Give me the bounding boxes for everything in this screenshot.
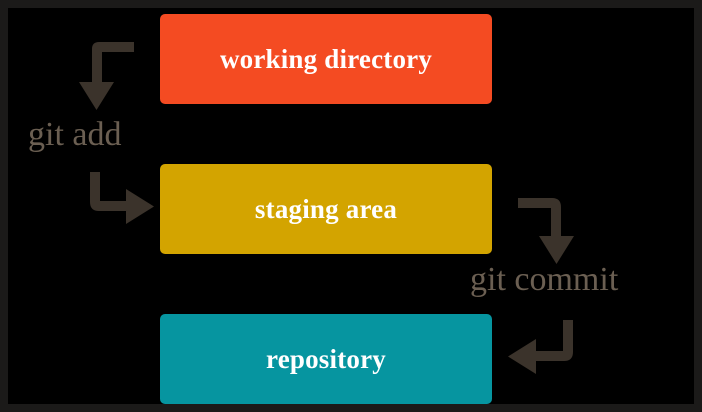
stage-box-staging-area: staging area (160, 164, 492, 254)
stage-box-working-directory: working directory (160, 14, 492, 104)
stage-label-working-directory: working directory (219, 43, 433, 74)
arrow-curve-left-icon (508, 320, 573, 374)
stage-label-repository: repository (266, 343, 386, 374)
arrow-curve-down-icon (79, 42, 134, 110)
arrow-curve-down-icon (518, 198, 574, 264)
arrow-curve-right-icon (90, 172, 154, 224)
stage-box-repository: repository (160, 314, 492, 404)
command-label-git-add: git add (28, 116, 122, 153)
stage-label-staging-area: staging area (254, 193, 398, 224)
command-label-git-commit: git commit (470, 261, 619, 298)
